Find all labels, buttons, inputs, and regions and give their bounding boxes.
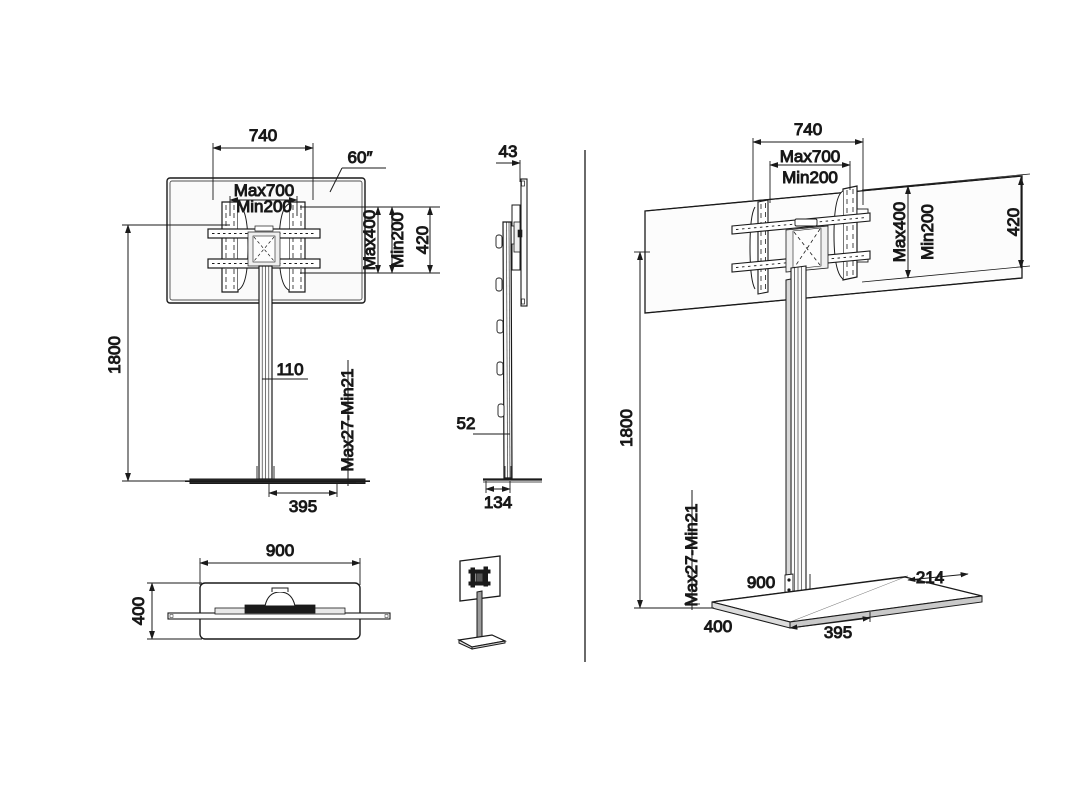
- dim-label-740-front: 740: [249, 126, 277, 145]
- dim-base-thickness-iso: Max27-Min21: [682, 490, 702, 610]
- dim-900-top: 900: [199, 541, 361, 585]
- side-base-plate: [483, 478, 542, 483]
- iso-mount-assembly: [731, 185, 871, 295]
- front-base-plate: [185, 478, 370, 484]
- top-plan-view: 900 400: [129, 541, 391, 640]
- dim-740-iso: 740: [752, 120, 864, 205]
- dim-214-iso: 214: [907, 568, 969, 588]
- dim-label-vesa-width-max-front: Max700: [234, 181, 294, 200]
- dim-vesa-height-front: Max400 Min200 420: [300, 206, 440, 274]
- dim-label-vesa-width-max-iso: Max700: [780, 147, 840, 166]
- iso-tv-panel: [644, 175, 1023, 314]
- dim-label-vesa-width-min-front: Min200: [236, 197, 292, 216]
- front-column: [256, 265, 275, 480]
- dim-label-52-side: 52: [457, 414, 476, 433]
- dim-label-900-top: 900: [266, 541, 294, 560]
- dim-label-vesa-height-max-front: Max400: [360, 210, 379, 270]
- dim-label-420-iso: 420: [1004, 208, 1023, 236]
- leader-110-front: 110: [262, 360, 308, 380]
- dim-label-base-thickness-front: Max27-Min21: [338, 369, 357, 472]
- top-mount-detail: [214, 587, 346, 615]
- dim-52-side: 52: [456, 414, 510, 435]
- dim-label-43-side: 43: [499, 142, 518, 161]
- dim-label-400-top: 400: [129, 597, 148, 625]
- dim-label-1800-iso: 1800: [617, 409, 636, 447]
- dim-label-60-inch: 60″: [348, 148, 373, 167]
- dim-label-vesa-height-min-iso: Min200: [918, 204, 937, 260]
- dim-label-base-thickness-iso: Max27-Min21: [682, 504, 701, 607]
- dim-395-iso: 395: [789, 612, 871, 643]
- dim-740-front: 740: [212, 126, 314, 200]
- dim-vesa-width-iso: Max700 Min200: [769, 147, 851, 203]
- dim-label-400-iso: 400: [704, 617, 732, 636]
- dim-base-thickness-front: Max27-Min21: [338, 360, 358, 486]
- dim-900-iso: 900: [746, 573, 775, 593]
- front-mount-assembly: [207, 201, 321, 293]
- dim-134-side: 134: [483, 481, 513, 513]
- dim-1800-iso: 1800: [617, 251, 714, 609]
- dim-vesa-height-iso: Max400 Min200 420: [861, 173, 1031, 283]
- dim-400-top: 400: [129, 582, 202, 640]
- dim-label-vesa-width-min-iso: Min200: [782, 168, 838, 187]
- dim-label-395-front: 395: [289, 497, 317, 516]
- isometric-thumbnail: [457, 555, 507, 650]
- side-elevation-view: 43 52 134: [456, 142, 542, 513]
- iso-column: [784, 265, 811, 599]
- dim-label-395-iso: 395: [824, 623, 852, 642]
- thumbnail-mount: [468, 566, 491, 588]
- dim-395-front: 395: [268, 483, 338, 517]
- dim-label-740-iso: 740: [794, 120, 822, 139]
- dim-label-420-front: 420: [413, 226, 432, 254]
- dim-label-vesa-height-min-front: Min200: [388, 212, 407, 268]
- dim-43-side: 43: [496, 142, 521, 182]
- dim-label-110-front: 110: [276, 360, 303, 379]
- isometric-view: 740 Max700 Min200 Max400 Min200 420 1800: [617, 120, 1031, 643]
- dim-label-vesa-height-max-iso: Max400: [890, 202, 909, 262]
- side-column: [495, 221, 513, 479]
- dim-label-1800-front: 1800: [105, 336, 124, 374]
- side-tv-panel: [520, 178, 528, 307]
- dim-vesa-width-front: Max700 Min200: [229, 181, 298, 217]
- dim-label-134-side: 134: [484, 493, 512, 512]
- dim-1800-front: 1800: [105, 224, 230, 482]
- front-elevation-view: 740 60″ Max700 Min200 Max400 Min200 420: [105, 126, 440, 517]
- leader-60-inch: 60″: [329, 148, 386, 193]
- dim-label-214-iso: 214: [916, 568, 944, 587]
- dim-400-iso: 400: [703, 617, 732, 637]
- dim-label-900-iso: 900: [747, 573, 775, 592]
